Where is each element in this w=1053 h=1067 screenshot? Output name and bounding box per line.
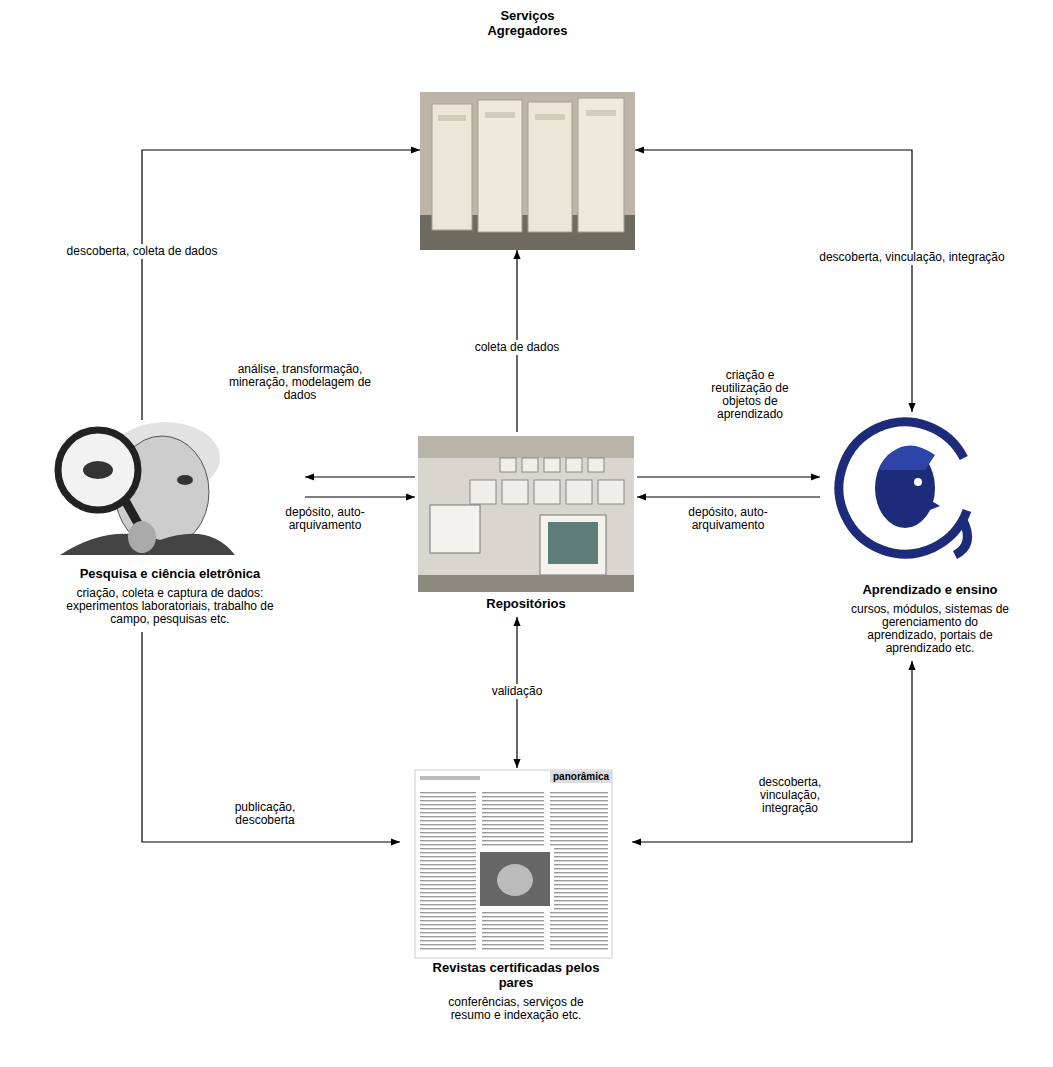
magnified-eye — [83, 461, 113, 479]
server-tower — [578, 98, 624, 232]
logo-eye — [914, 478, 922, 486]
node-title: Pesquisa e ciência eletrônica — [40, 566, 300, 581]
desk — [418, 575, 634, 592]
monitor — [430, 505, 480, 553]
logo-nose — [930, 500, 940, 510]
logo-tail — [955, 520, 968, 555]
server-tower — [432, 104, 472, 230]
connector-label: publicação, descoberta — [212, 800, 318, 828]
node-title: Revistas certificadas pelos pares — [421, 960, 611, 990]
computer-lab-picture — [418, 436, 634, 592]
photo-ground — [420, 92, 635, 250]
drive-slot — [438, 115, 466, 121]
photo-detail — [497, 864, 533, 896]
monitor — [522, 458, 538, 472]
magazine-section-name: panorâmica — [550, 771, 612, 783]
magnifier-glass — [58, 430, 138, 510]
connector-label: coleta de dados — [472, 340, 563, 355]
monitor — [566, 458, 582, 472]
connector-label: depósito, auto-arquivamento — [660, 505, 796, 533]
monitor — [544, 458, 560, 472]
hand — [128, 521, 156, 553]
magazine-picture — [415, 770, 612, 958]
monitor — [534, 480, 560, 504]
connector-arrow — [305, 476, 415, 477]
connector-label: descoberta, vinculação, integração — [816, 250, 1007, 265]
repository-node: Repositórios — [415, 432, 637, 617]
server-tower — [478, 100, 522, 232]
server-tower — [528, 102, 572, 232]
servers-picture — [420, 92, 635, 250]
screen — [548, 522, 598, 564]
connector-arrow — [632, 661, 912, 842]
connector-label: descoberta, vinculação, integração — [742, 775, 838, 816]
researcher-picture — [58, 422, 235, 555]
photo-frame — [476, 848, 554, 910]
connector-arrow — [637, 476, 820, 477]
monitor — [500, 458, 516, 472]
connector-arrow — [142, 632, 400, 842]
monitor — [540, 515, 606, 575]
drive-slot — [535, 114, 565, 120]
node-description: cursos, módulos, sistemas de gerenciamen… — [850, 603, 1010, 655]
drive-slot — [485, 112, 515, 118]
logo-ring — [820, 403, 989, 572]
monitor — [598, 480, 624, 504]
node-title: Aprendizado e ensino — [830, 582, 1030, 597]
page-header-line — [420, 776, 480, 780]
monitor — [502, 480, 528, 504]
learning-logo — [820, 403, 989, 572]
logo-helmet — [878, 445, 935, 470]
connector-label: validação — [489, 684, 546, 699]
monitor — [588, 458, 604, 472]
monitor — [470, 480, 496, 504]
node-title: Repositórios — [426, 596, 626, 611]
connector-arrow — [305, 496, 415, 497]
drive-slot — [586, 110, 616, 116]
aggregator-services: Serviços Agregadores — [420, 5, 635, 250]
connector-label: depósito, auto-arquivamento — [257, 505, 393, 533]
back-wall — [418, 436, 634, 458]
connector-label: descoberta, coleta de dados — [64, 244, 221, 259]
photo-ground — [418, 436, 634, 592]
page-sheet — [415, 770, 612, 958]
connector-arrow — [142, 150, 420, 420]
eye — [177, 475, 193, 485]
monitor — [566, 480, 592, 504]
photo — [480, 852, 550, 906]
node-description: conferências, serviços de resumo e index… — [436, 996, 596, 1022]
connector-label: criação e reutilização de objetos de apr… — [697, 368, 803, 422]
learning-node: Aprendizado e ensino cursos, módulos, sis… — [820, 412, 1040, 661]
text-column — [420, 790, 476, 950]
node-title: Serviços Agregadores — [478, 8, 578, 38]
node-description: criação, coleta e captura de dados: expe… — [45, 587, 295, 626]
journal-node: Revistas certificadas pelos pares conferê… — [400, 768, 632, 1028]
text-column — [550, 790, 608, 950]
connector-arrow — [637, 496, 820, 497]
connector-label: análise, transformação, mineração, model… — [222, 362, 378, 403]
